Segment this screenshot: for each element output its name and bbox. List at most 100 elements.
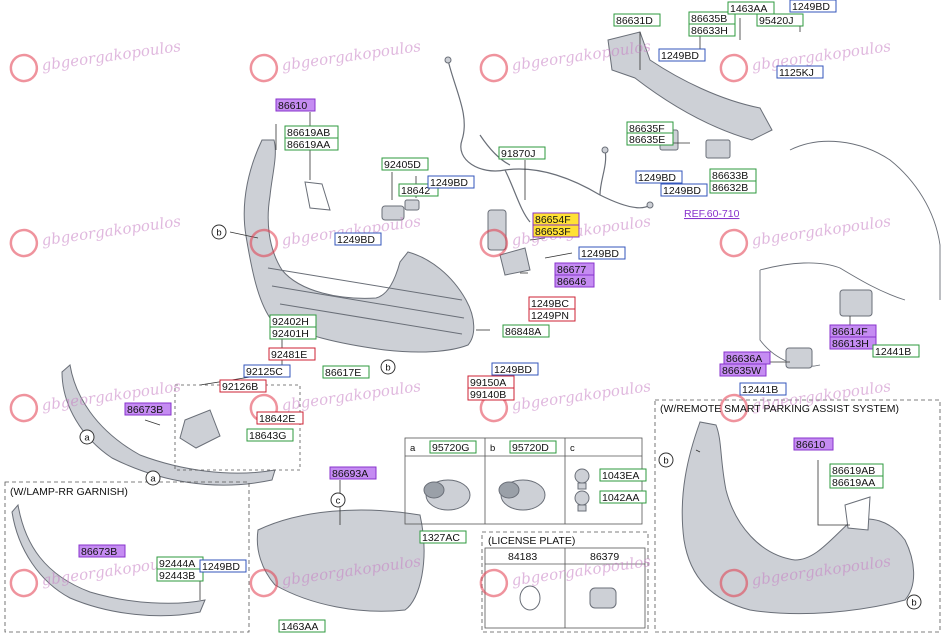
part-label-text: 95720D — [512, 442, 549, 454]
part-label-86613H[interactable]: 86613H — [829, 336, 877, 350]
part-label-86635F[interactable]: 86635F — [626, 121, 674, 135]
watermark-text: gbgeorgakopoulos — [40, 37, 182, 74]
table-ref-c: c — [570, 443, 575, 454]
part-label-box — [789, 0, 837, 13]
part-label-86617E[interactable]: 86617E — [322, 365, 370, 379]
part-label-box — [329, 466, 377, 480]
part-label-86635W[interactable]: 86635W — [719, 363, 767, 377]
part-label-text: 86654F — [535, 214, 571, 226]
part-label-86653F[interactable]: 86653F — [532, 224, 580, 238]
part-label-1463AA-bottom[interactable]: 1463AA — [278, 619, 326, 633]
part-label-99150A[interactable]: 99150A — [467, 375, 515, 389]
part-label-text: 86635B — [691, 13, 727, 25]
part-label-12441B-b[interactable]: 12441B — [739, 382, 787, 396]
part-label-86654F[interactable]: 86654F — [532, 212, 580, 226]
part-label-text: 95420J — [759, 15, 793, 27]
part-label-1249BD-h[interactable]: 1249BD — [660, 183, 708, 197]
license-part-86379: 86379 — [590, 551, 619, 563]
part-label-box — [502, 324, 550, 338]
part-label-1249BC[interactable]: 1249BC — [528, 296, 576, 310]
table-code-1042AA[interactable]: 1042AA — [599, 490, 647, 504]
harness-connector — [601, 146, 609, 154]
part-label-86619AA-main[interactable]: 86619AA — [284, 137, 339, 151]
gbg-logo-icon — [719, 393, 749, 423]
part-label-text: 86653F — [535, 226, 571, 238]
callout-letter: b — [911, 598, 916, 609]
table-code-95720D[interactable]: 95720D — [509, 440, 557, 454]
table-code-95720G[interactable]: 95720G — [429, 440, 477, 454]
license-lamp-bulb — [404, 199, 420, 211]
part-label-92444A[interactable]: 92444A — [156, 556, 204, 570]
part-label-box — [829, 475, 884, 489]
part-label-box — [219, 379, 267, 393]
part-label-92405D[interactable]: 92405D — [381, 157, 429, 171]
part-label-text: 86635E — [629, 134, 665, 146]
part-label-86610-rsp[interactable]: 86610 — [793, 437, 834, 451]
part-label-1249PN[interactable]: 1249PN — [528, 308, 576, 322]
part-label-text: 12441B — [875, 346, 911, 358]
part-label-text: 92126B — [222, 381, 258, 393]
part-label-text: 86619AA — [832, 477, 875, 489]
part-label-text: 86848A — [505, 326, 541, 338]
part-label-1249BD-e[interactable]: 1249BD — [789, 0, 837, 13]
part-label-92126B[interactable]: 92126B — [219, 379, 267, 393]
part-label-86848A[interactable]: 86848A — [502, 324, 550, 338]
callout-circle — [79, 429, 95, 445]
part-label-text: 1249BD — [202, 561, 240, 573]
part-label-1463AA-top[interactable]: 1463AA — [727, 1, 775, 15]
part-label-18643G[interactable]: 18643G — [246, 428, 294, 442]
part-label-1249BD-b[interactable]: 1249BD — [334, 232, 382, 246]
part-label-91870J[interactable]: 91870J — [498, 146, 546, 160]
part-label-86673B[interactable]: 86673B — [124, 402, 172, 416]
part-label-92125C[interactable]: 92125C — [243, 364, 291, 378]
part-label-86633H[interactable]: 86633H — [688, 23, 736, 37]
part-label-86693A[interactable]: 86693A — [329, 466, 377, 480]
part-label-box — [381, 157, 429, 171]
part-label-text: 99140B — [470, 389, 506, 401]
part-label-text: 86635F — [629, 123, 665, 135]
part-label-86677[interactable]: 86677 — [554, 262, 595, 276]
part-label-1249BD-c[interactable]: 1249BD — [578, 246, 626, 260]
gbg-logo-icon — [249, 53, 279, 83]
reference-link[interactable]: REF.60-710 — [684, 208, 740, 220]
part-label-1249BD-i[interactable]: 1249BD — [199, 559, 247, 573]
part-label-box — [554, 274, 595, 288]
part-label-18642E[interactable]: 18642E — [256, 411, 304, 425]
part-label-1125KJ[interactable]: 1125KJ — [776, 65, 824, 79]
part-label-86610-main[interactable]: 86610 — [275, 98, 316, 112]
part-label-86673B-garnish[interactable]: 86673B — [78, 544, 126, 558]
part-label-95420J[interactable]: 95420J — [756, 13, 804, 27]
part-label-box — [467, 387, 515, 401]
part-label-86614F[interactable]: 86614F — [829, 324, 877, 338]
part-label-86632B[interactable]: 86632B — [709, 180, 757, 194]
part-label-1249BD-a[interactable]: 1249BD — [427, 175, 475, 189]
part-label-86619AA-rsp[interactable]: 86619AA — [829, 475, 884, 489]
part-label-1249BD-d[interactable]: 1249BD — [491, 362, 539, 376]
part-label-86635E[interactable]: 86635E — [626, 132, 674, 146]
part-label-1249BD-f[interactable]: 1249BD — [658, 48, 706, 62]
gbg-logo-icon — [9, 53, 39, 83]
callout-b: b — [906, 594, 922, 610]
part-label-86633B[interactable]: 86633B — [709, 168, 757, 182]
part-label-86619AB-main[interactable]: 86619AB — [284, 125, 339, 139]
part-label-text: 1249BD — [430, 177, 468, 189]
part-label-92443B[interactable]: 92443B — [156, 568, 204, 582]
part-label-92401H[interactable]: 92401H — [269, 326, 317, 340]
part-label-1249BD-g[interactable]: 1249BD — [635, 170, 683, 184]
part-label-86636A[interactable]: 86636A — [723, 351, 771, 365]
remote-parking-frame — [654, 399, 941, 633]
part-label-86631D[interactable]: 86631D — [613, 13, 661, 27]
part-label-99140B[interactable]: 99140B — [467, 387, 515, 401]
part-label-86619AB-rsp[interactable]: 86619AB — [829, 463, 884, 477]
part-label-86646[interactable]: 86646 — [554, 274, 595, 288]
table-code-1043EA[interactable]: 1043EA — [599, 468, 647, 482]
part-label-box — [793, 437, 834, 451]
part-label-12441B-a[interactable]: 12441B — [872, 344, 920, 358]
part-label-1327AC[interactable]: 1327AC — [419, 530, 467, 544]
part-label-box — [688, 23, 736, 37]
part-label-92402H[interactable]: 92402H — [269, 314, 317, 328]
parking-sensor-icon — [498, 479, 546, 511]
rear-bumper-remote-parking — [681, 421, 915, 615]
part-label-box — [532, 224, 580, 238]
part-label-92481E[interactable]: 92481E — [268, 347, 316, 361]
